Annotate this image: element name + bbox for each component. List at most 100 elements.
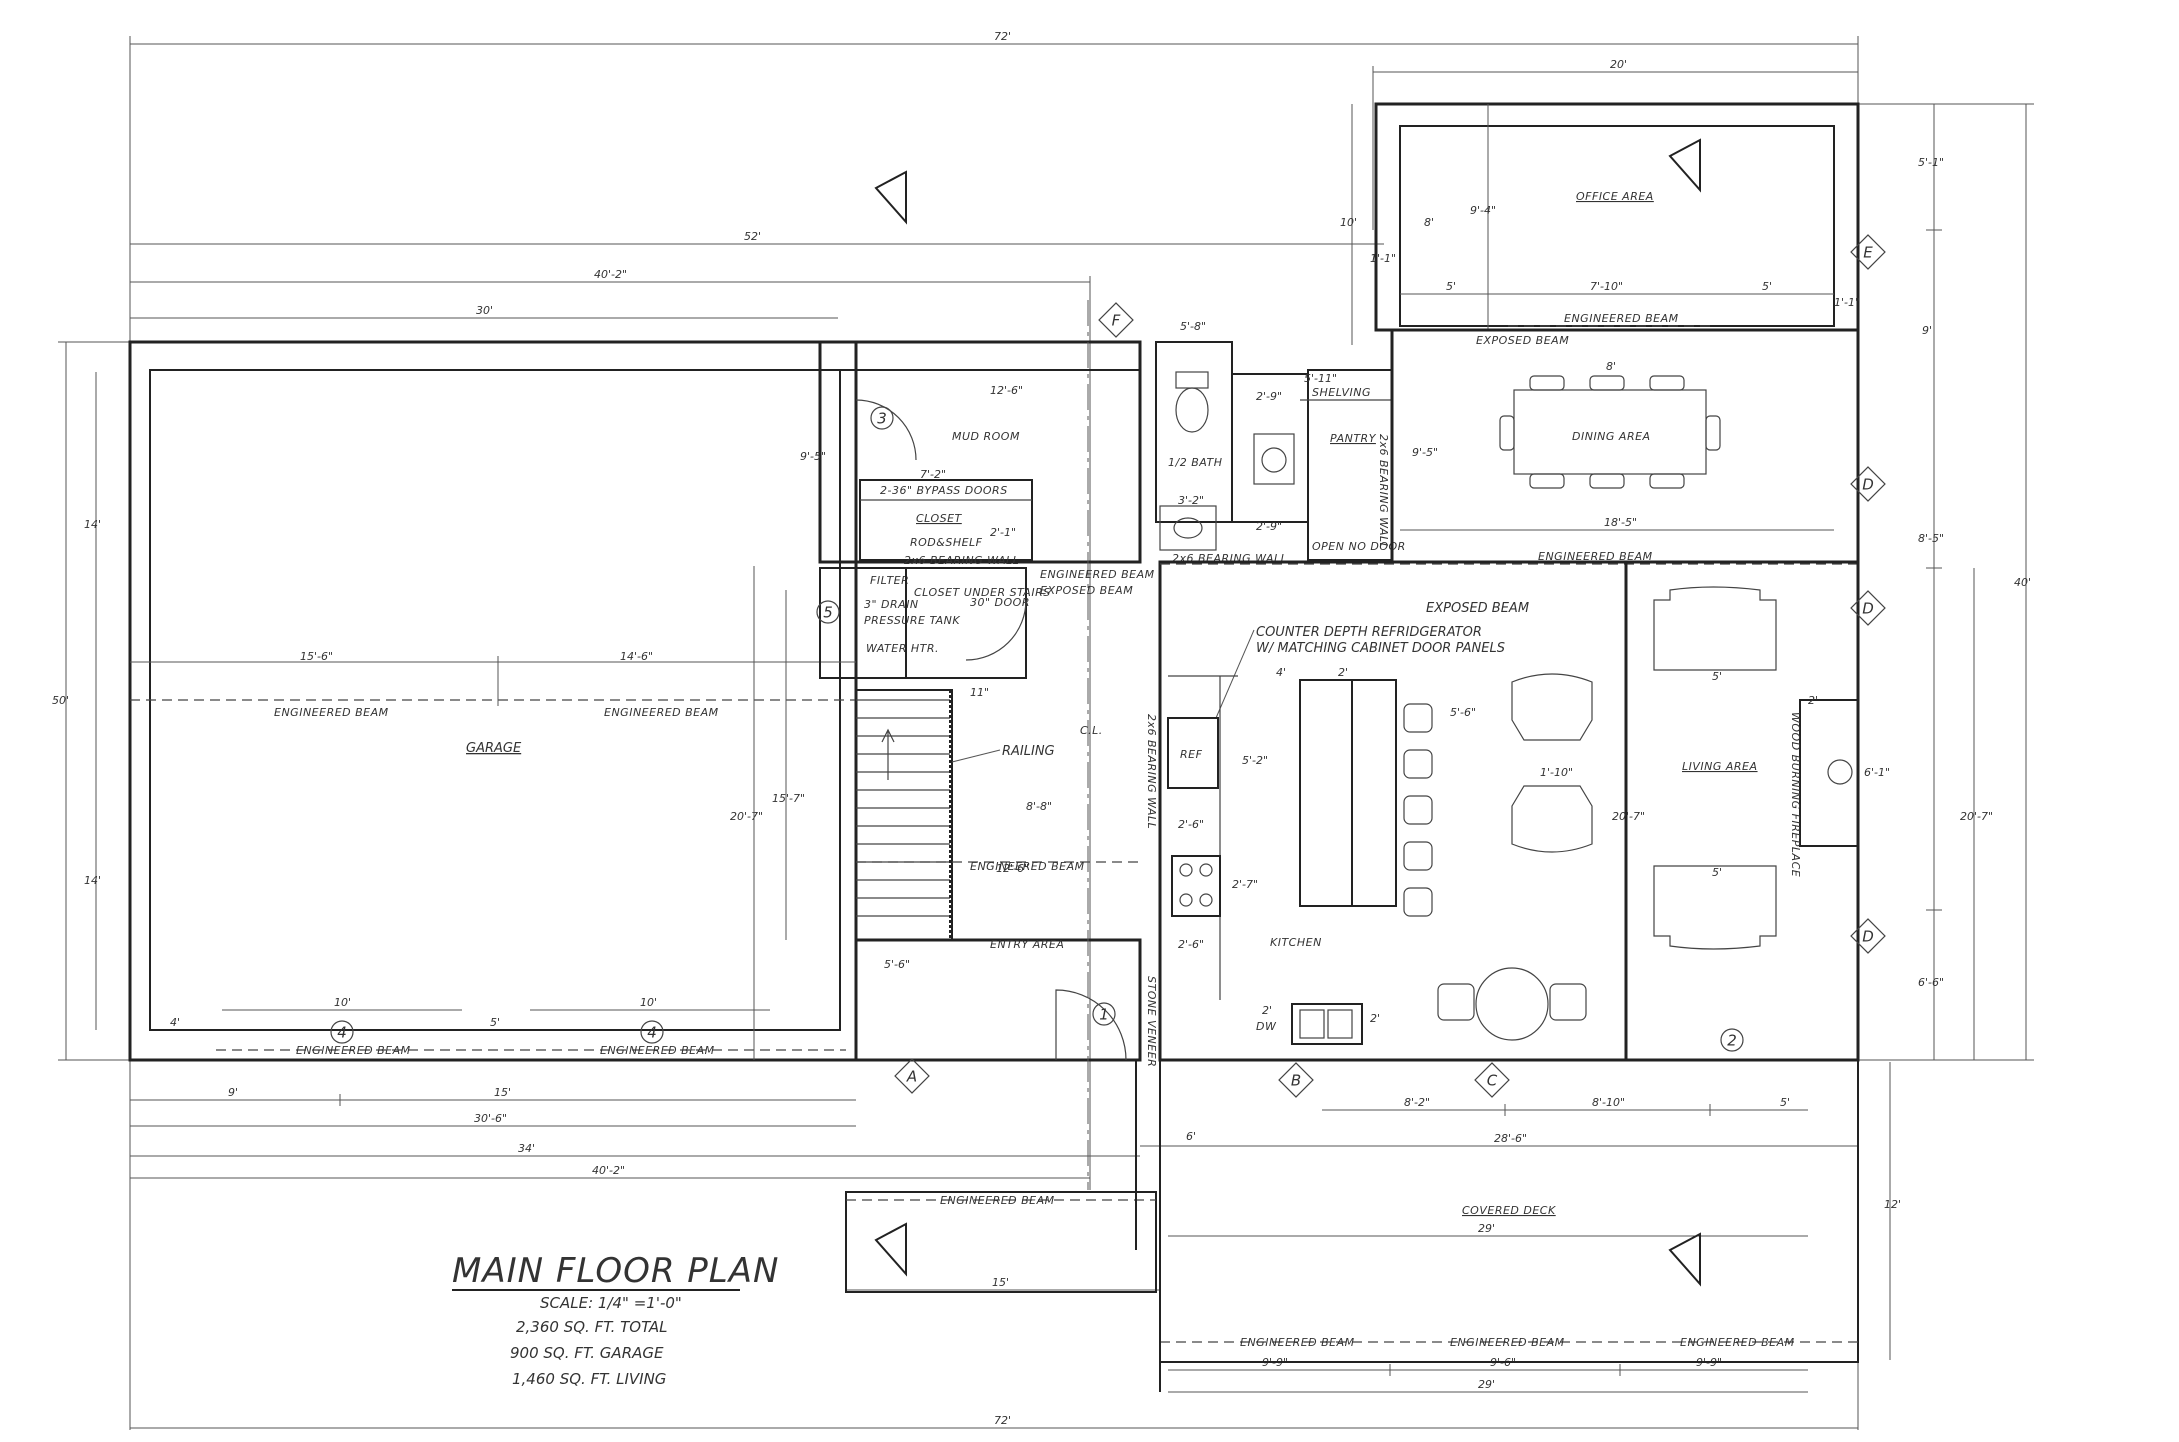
dim-28-6: 28'-6" bbox=[1494, 1132, 1527, 1145]
dim-12-6-entry: 12'-6" bbox=[996, 862, 1029, 875]
beam-label-garage-a: ENGINEERED BEAM bbox=[296, 1044, 411, 1057]
section-arrow-icon bbox=[874, 170, 907, 225]
window-tags: A B C D D D E F bbox=[894, 234, 1886, 1098]
dim-2-fireplace: 2' bbox=[1808, 694, 1818, 707]
dim-14-6: 14'-6" bbox=[620, 650, 653, 663]
note-fireplace: WOOD BURNING FIREPLACE bbox=[1789, 712, 1802, 877]
half-bath: 5'-8" 1/2 BATH 3'-2" 2'-9" 2'-9" bbox=[1155, 320, 1309, 551]
dim-5-11: 5'-11" bbox=[1304, 372, 1337, 385]
label-ref: REF bbox=[1180, 748, 1203, 761]
dim-4-island: 4' bbox=[1276, 666, 1286, 679]
beam-label-office: ENGINEERED BEAM bbox=[1564, 312, 1679, 325]
tag-diamond-f: F bbox=[1112, 312, 1121, 330]
tag-diamond-d3: D bbox=[1862, 928, 1874, 946]
dim-2-6-b: 2'-6" bbox=[1178, 938, 1204, 951]
bar-stool bbox=[1403, 841, 1433, 871]
dim-2-9-b: 2'-9" bbox=[1256, 520, 1282, 533]
beam-label-deck-a: ENGINEERED BEAM bbox=[1240, 1336, 1355, 1349]
mud-room: MUD ROOM 12'-6" 9'-5" 3 7'-2" 2-36" BYPA… bbox=[800, 340, 1142, 679]
dim-30-6: 30'-6" bbox=[474, 1112, 507, 1125]
garage: 10' 10' 4' 5' ENGINEERED BEAM ENGINEERED… bbox=[128, 340, 858, 1062]
dim-7-10: 7'-10" bbox=[1590, 280, 1623, 293]
dim-2-sink: 2' bbox=[1370, 1012, 1380, 1025]
note-bearing-wall-kitchen: 2x6 BEARING WALL bbox=[1145, 714, 1158, 829]
dining-chair bbox=[1589, 473, 1625, 489]
note-bypass-doors: 2-36" BYPASS DOORS bbox=[880, 484, 1008, 497]
dim-20-7-living: 20'-7" bbox=[1612, 810, 1645, 823]
note-exposed-beam-main: EXPOSED BEAM bbox=[1426, 601, 1529, 616]
dim-9-right: 9' bbox=[1922, 324, 1932, 337]
dining-chair bbox=[1529, 473, 1565, 489]
dim-5-office-a: 5' bbox=[1446, 280, 1456, 293]
beam-label-garage-mid-b: ENGINEERED BEAM bbox=[604, 706, 719, 719]
dim-5-6-island: 5'-6" bbox=[1450, 706, 1476, 719]
note-fridge-line1: COUNTER DEPTH REFRIDGERATOR bbox=[1256, 625, 1482, 640]
dim-5-sofa-a: 5' bbox=[1712, 670, 1722, 683]
dim-4-garage: 4' bbox=[170, 1016, 180, 1029]
dim-9-5-dining: 9'-5" bbox=[1412, 446, 1438, 459]
bar-stool bbox=[1403, 703, 1433, 733]
dim-2-dw: 2' bbox=[1262, 1004, 1272, 1017]
dim-10-door-b: 10' bbox=[640, 996, 657, 1009]
room-label-mud-room: MUD ROOM bbox=[952, 430, 1020, 443]
tag-diamond-d2: D bbox=[1862, 600, 1874, 618]
room-label-closet: CLOSET bbox=[916, 512, 963, 525]
bar-stool bbox=[1403, 795, 1433, 825]
living-area: LIVING AREA 20'-7" 5' 5' WOOD BURNING FI… bbox=[1612, 560, 1890, 1062]
note-rod-shelf: ROD&SHELF bbox=[910, 536, 983, 549]
dim-8-office: 8' bbox=[1424, 216, 1434, 229]
beam-label-stair: ENGINEERED BEAM bbox=[970, 860, 1085, 873]
bar-stool bbox=[1403, 887, 1433, 917]
plan-scale: SCALE: 1/4" =1'-0" bbox=[540, 1294, 682, 1312]
dim-2-7: 2'-7" bbox=[1232, 878, 1258, 891]
dim-2-9-a: 2'-9" bbox=[1256, 390, 1282, 403]
dim-8-8: 8'-8" bbox=[1026, 800, 1052, 813]
dining-chair bbox=[1649, 375, 1685, 391]
tag-circle-3: 3 bbox=[877, 410, 887, 428]
note-centerline: C.L. bbox=[1080, 724, 1103, 737]
dim-15-6: 15'-6" bbox=[300, 650, 333, 663]
office-area: OFFICE AREA 9'-4" 8' 5' 7'-10" 5' 1'-1" … bbox=[1370, 102, 1860, 332]
dim-11-in: 11" bbox=[970, 686, 989, 699]
tag-diamond-b: B bbox=[1291, 1072, 1301, 1090]
note-closet-under-stairs: CLOSET UNDER STAIRS bbox=[914, 586, 1051, 599]
tag-diamond-a: A bbox=[906, 1068, 917, 1086]
plan-living-area: 1,460 SQ. FT. LIVING bbox=[512, 1370, 666, 1388]
room-label-kitchen: KITCHEN bbox=[1270, 936, 1322, 949]
dining-chair bbox=[1589, 375, 1625, 391]
note-stone-veneer: STONE VENEER bbox=[1145, 976, 1158, 1067]
beam-label-porch: ENGINEERED BEAM bbox=[940, 1194, 1055, 1207]
tag-diamond-e: E bbox=[1863, 244, 1873, 262]
room-label-covered-deck: COVERED DECK bbox=[1462, 1204, 1556, 1217]
dim-50: 50' bbox=[52, 694, 69, 707]
dim-9-4: 9'-4" bbox=[1470, 204, 1496, 217]
pantry: PANTRY 5'-11" SHELVING OPEN NO DOOR 2x6 … bbox=[1172, 369, 1405, 565]
dim-9-5-mud: 9'-5" bbox=[800, 450, 826, 463]
tag-diamond-d1: D bbox=[1862, 476, 1874, 494]
note-exposed-beam-dining: EXPOSED BEAM bbox=[1476, 334, 1569, 347]
dim-1-1-a: 1'-1" bbox=[1370, 252, 1396, 265]
dim-1-10: 1'-10" bbox=[1540, 766, 1573, 779]
dim-3-2: 3'-2" bbox=[1178, 494, 1204, 507]
note-drain: 3" DRAIN bbox=[864, 598, 919, 611]
dim-8-10: 8'-10" bbox=[1592, 1096, 1625, 1109]
dim-6-6: 6'-6" bbox=[1918, 976, 1944, 989]
beam-label-garage-b: ENGINEERED BEAM bbox=[600, 1044, 715, 1057]
bar-stool bbox=[1403, 749, 1433, 779]
overall-dimensions: 72' 72' 52' 40'-2" 30' 20' 10' 50' 14' 1… bbox=[52, 30, 2034, 1430]
tag-circle-1: 1 bbox=[1099, 1006, 1109, 1024]
plan-title: MAIN FLOOR PLAN bbox=[452, 1251, 779, 1291]
note-30-door: 30" DOOR bbox=[970, 596, 1030, 609]
tag-diamond-c: C bbox=[1487, 1072, 1498, 1090]
note-bearing-wall-dining: 2x6 BEARING WALL bbox=[1377, 434, 1390, 549]
dim-5-garage: 5' bbox=[490, 1016, 500, 1029]
dining-area: EXPOSED BEAM DINING AREA 8' 9'-5" 18'-5"… bbox=[1377, 328, 1860, 564]
dim-40-2-top: 40'-2" bbox=[594, 268, 627, 281]
room-label-half-bath: 1/2 BATH bbox=[1168, 456, 1222, 469]
section-arrow-icon bbox=[1668, 138, 1701, 193]
dim-10-door-a: 10' bbox=[334, 996, 351, 1009]
dim-30: 30' bbox=[476, 304, 493, 317]
note-exposed-beam-entry: EXPOSED BEAM bbox=[1040, 584, 1133, 597]
section-arrow-icon bbox=[1668, 1232, 1701, 1287]
dim-34: 34' bbox=[518, 1142, 535, 1155]
